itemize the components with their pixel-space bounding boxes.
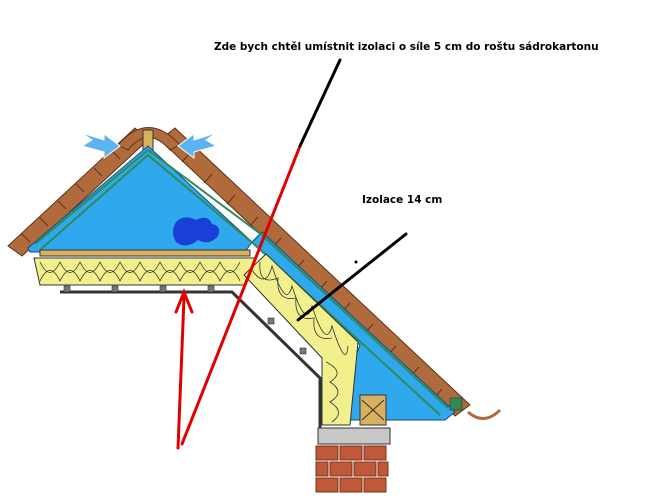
insulation-sloped <box>243 253 359 426</box>
membrane-lines <box>34 148 449 416</box>
insulation-horizontal <box>33 257 256 286</box>
gutter-icon <box>467 408 502 420</box>
insulation-note-leader <box>296 232 408 322</box>
ventilated-gap <box>251 231 456 421</box>
red-arrows <box>174 144 302 450</box>
top-note-leader <box>298 58 342 148</box>
ceiling-beam <box>39 249 251 257</box>
brick-wall <box>315 445 389 493</box>
vent-arrow-right-icon <box>177 132 218 159</box>
ceiling-board <box>60 285 322 428</box>
wall-plate <box>317 427 391 445</box>
insulation-note-label: Izolace 14 cm <box>362 194 443 206</box>
top-note-label: Zde bych chtěl umístnit izolaci o síle 5… <box>214 41 599 53</box>
water-stain <box>173 217 220 246</box>
vent-arrow-left-icon <box>80 132 121 159</box>
dot-mark <box>354 260 358 264</box>
